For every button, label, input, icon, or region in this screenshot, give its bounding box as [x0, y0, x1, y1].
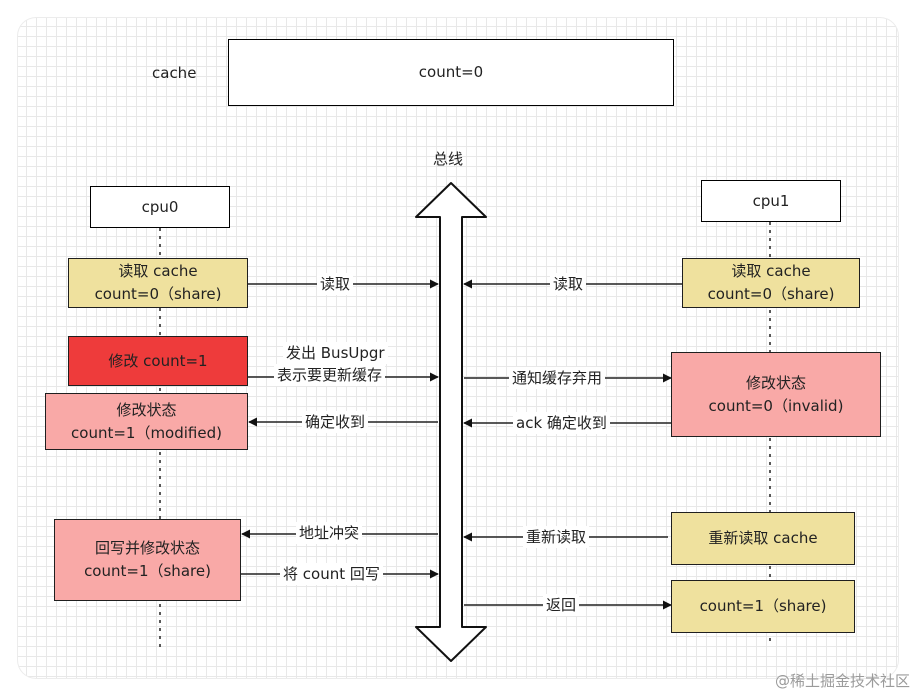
cpu1-state-line1: 修改状态 — [745, 373, 806, 392]
cache-value: count=0 — [418, 63, 484, 81]
busupgr-label-line1: 发出 BusUpgr — [283, 342, 388, 364]
cpu0-ack-label: 确定收到 — [302, 411, 369, 433]
cpu0-title-box: cpu0 — [90, 186, 230, 228]
cpu1-title: cpu1 — [752, 191, 790, 210]
cpu1-state-box: 修改状态 count=0（invalid) — [671, 352, 881, 437]
cpu0-modify-label: 修改 count=1 — [108, 351, 208, 370]
cache-value-box: count=0 — [228, 39, 674, 106]
watermark: @稀土掘金技术社区 — [774, 672, 910, 690]
cpu0-state-box: 修改状态 count=1（modified) — [45, 393, 248, 450]
cpu0-writeback-line1: 回写并修改状态 — [94, 539, 200, 557]
cpu0-writeback-line2: count=1（share) — [84, 562, 211, 580]
cpu1-read-line1: 读取 cache — [731, 262, 811, 280]
bus-label: 总线 — [433, 150, 464, 168]
cpu0-state-line1: 修改状态 — [116, 400, 177, 419]
return-label: 返回 — [543, 594, 580, 616]
cpu1-read-line2: count=0（share) — [707, 285, 835, 303]
cpu0-read-line2: count=0（share) — [94, 285, 222, 303]
cpu1-reread-box: 重新读取 cache — [671, 512, 855, 565]
cpu1-result-box: count=1（share) — [671, 580, 855, 633]
cpu1-result-label: count=1（share) — [699, 597, 827, 615]
cpu1-reread-label: 重新读取 cache — [708, 529, 818, 547]
address-conflict-label: 地址冲突 — [296, 522, 363, 544]
cpu0-read-line1: 读取 cache — [118, 262, 198, 280]
busupgr-label-line2: 表示要更新缓存 — [274, 364, 386, 386]
cpu0-read-arrow-label: 读取 — [317, 273, 354, 295]
cpu0-state-line2: count=1（modified) — [71, 423, 222, 442]
reread-label: 重新读取 — [523, 526, 590, 548]
cpu0-writeback-box: 回写并修改状态 count=1（share) — [54, 519, 241, 601]
cpu1-read-arrow-label: 读取 — [550, 273, 587, 295]
cpu1-state-line2: count=0（invalid) — [708, 396, 844, 415]
cpu1-ack-label: ack 确定收到 — [513, 412, 610, 434]
bus-arrow — [415, 182, 487, 662]
cpu0-title: cpu0 — [141, 197, 179, 216]
cache-label: cache — [152, 64, 197, 82]
cpu0-modify-box: 修改 count=1 — [68, 336, 248, 386]
writeback-label: 将 count 回写 — [280, 563, 383, 585]
notify-invalidate-label: 通知缓存弃用 — [509, 367, 606, 389]
cpu0-read-box: 读取 cache count=0（share) — [68, 258, 248, 308]
cpu1-title-box: cpu1 — [701, 180, 841, 222]
cpu1-read-box: 读取 cache count=0（share) — [682, 258, 860, 308]
